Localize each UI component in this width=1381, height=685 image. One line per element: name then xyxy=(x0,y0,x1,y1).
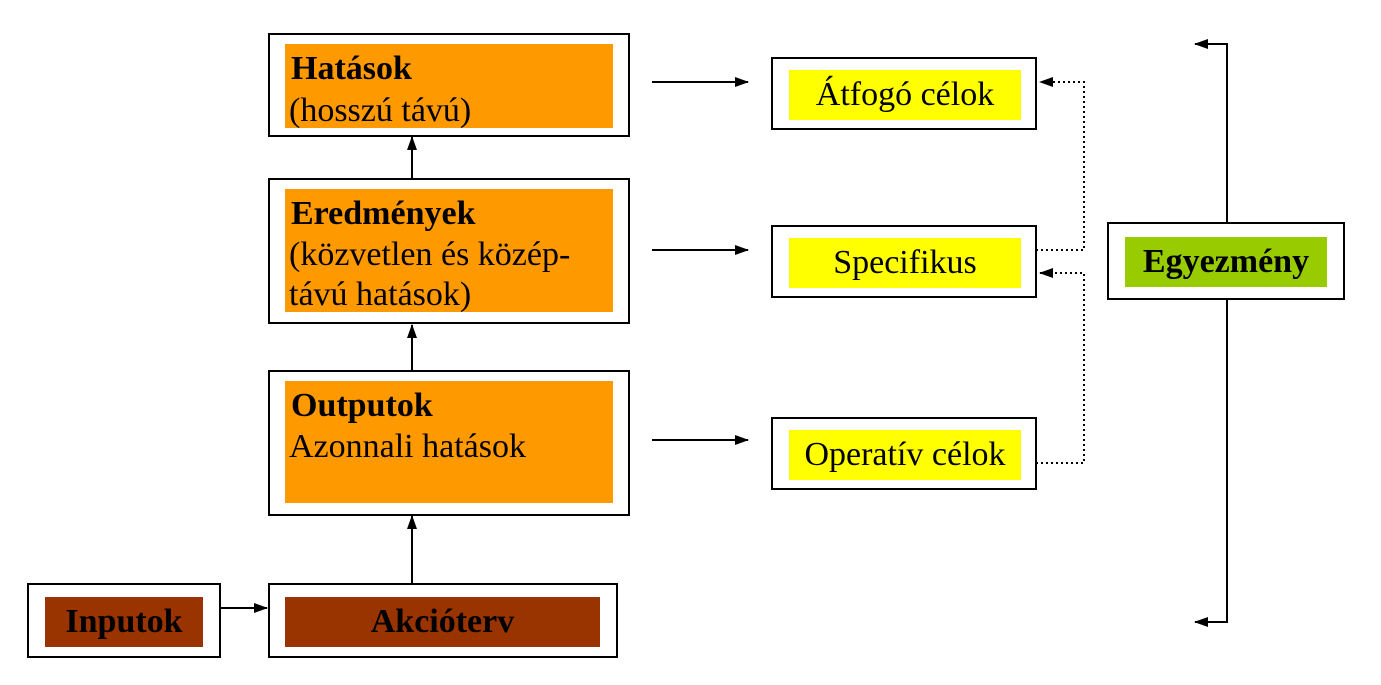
agreement-box: Egyezmény xyxy=(1107,222,1345,300)
bracket-agreement-bottom xyxy=(1194,300,1228,627)
impacts-title: Hatások xyxy=(291,50,412,87)
bracket-agreement-top xyxy=(1194,39,1228,222)
specific-objectives-box: Specifikus xyxy=(771,225,1037,298)
inputs-fill xyxy=(45,597,203,647)
inputs-box: Inputok xyxy=(27,583,221,658)
action-plan-fill xyxy=(285,597,600,647)
results-box: Eredmények (közvetlen és közép- távú hat… xyxy=(268,178,630,324)
outputs-title: Outputok xyxy=(291,387,433,424)
overall-objectives-fill xyxy=(789,70,1021,120)
overall-objectives-box: Átfogó célok xyxy=(771,57,1037,130)
specific-objectives-fill xyxy=(789,238,1021,288)
results-line3: távú hatások) xyxy=(289,276,472,313)
action-plan-box: Akcióterv xyxy=(268,583,618,658)
agreement-fill xyxy=(1125,237,1327,287)
action-plan-label: Akcióterv xyxy=(370,603,515,640)
operative-objectives-label: Operatív célok xyxy=(804,436,1006,473)
impacts-subtitle: (hosszú távú) xyxy=(289,92,472,129)
specific-objectives-label: Specifikus xyxy=(833,244,977,281)
overall-objectives-label: Átfogó célok xyxy=(815,76,995,113)
outputs-subtitle: Azonnali hatások xyxy=(289,428,526,465)
impacts-box: Hatások (hosszú távú) xyxy=(268,33,630,137)
agreement-label: Egyezmény xyxy=(1142,243,1310,280)
operative-objectives-fill xyxy=(789,430,1021,480)
outputs-box: Outputok Azonnali hatások xyxy=(268,370,630,516)
impacts-fill xyxy=(285,44,613,128)
results-fill xyxy=(285,189,613,312)
outputs-fill xyxy=(285,381,613,503)
results-title: Eredmények xyxy=(291,195,476,232)
dotted-operative-to-specific xyxy=(1036,268,1085,464)
dotted-specific-to-overall xyxy=(1036,77,1085,251)
inputs-label: Inputok xyxy=(65,603,183,640)
results-line2: (közvetlen és közép- xyxy=(289,236,571,273)
operative-objectives-box: Operatív célok xyxy=(771,417,1037,490)
